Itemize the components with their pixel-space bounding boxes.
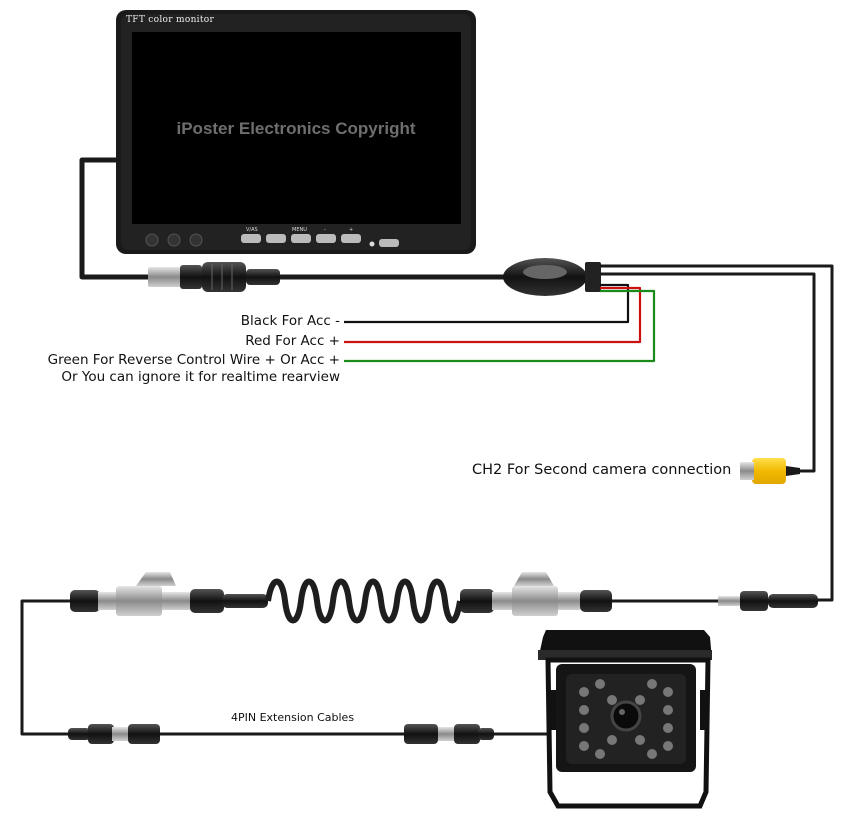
ch2-label: CH2 For Second camera connection <box>472 462 732 478</box>
upper-cable <box>20 599 718 736</box>
coiled-cable <box>265 578 463 624</box>
extension-plug-right <box>404 724 494 744</box>
red-wire-label: Red For Acc + <box>245 333 340 349</box>
monitor-knob <box>145 233 159 247</box>
watermark-text: iPoster Electronics Copyright <box>176 119 416 138</box>
monitor-button[interactable] <box>241 234 261 243</box>
red-wire <box>344 286 642 344</box>
power-wires <box>344 283 656 363</box>
green-wire-label: Green For Reverse Control Wire + Or Acc … <box>47 352 340 368</box>
ch2-connector <box>740 458 800 484</box>
realtime-note: Or You can ignore it for realtime rearvi… <box>61 369 340 385</box>
aviation-plug-left <box>70 572 268 616</box>
button-label: V/AS <box>246 227 258 233</box>
monitor-knob <box>189 233 203 247</box>
splitter-box <box>503 258 601 296</box>
extension-plug-left <box>68 724 160 744</box>
power-button[interactable] <box>379 239 399 247</box>
monitor-screen <box>132 32 461 224</box>
camera-lens <box>610 700 642 732</box>
monitor-button[interactable] <box>316 234 336 243</box>
monitor-knob <box>167 233 181 247</box>
camera-cable-connector <box>718 591 818 611</box>
power-led <box>369 241 375 247</box>
button-label: + <box>349 227 354 233</box>
button-label: - <box>324 227 326 233</box>
monitor-title: TFT color monitor <box>126 15 215 25</box>
monitor-connector <box>148 262 280 292</box>
green-wire <box>344 289 656 363</box>
extension-label: 4PIN Extension Cables <box>231 711 355 724</box>
button-label: MENU <box>292 227 307 233</box>
black-wire-label: Black For Acc - <box>240 313 340 329</box>
rear-camera <box>538 630 712 809</box>
monitor-button[interactable] <box>341 234 361 243</box>
black-wire <box>344 283 630 324</box>
monitor-button[interactable] <box>266 234 286 243</box>
monitor <box>116 10 476 254</box>
aviation-plug-right <box>460 572 612 616</box>
monitor-cable <box>79 157 505 280</box>
main-cables <box>600 264 834 602</box>
monitor-button[interactable] <box>291 234 311 243</box>
